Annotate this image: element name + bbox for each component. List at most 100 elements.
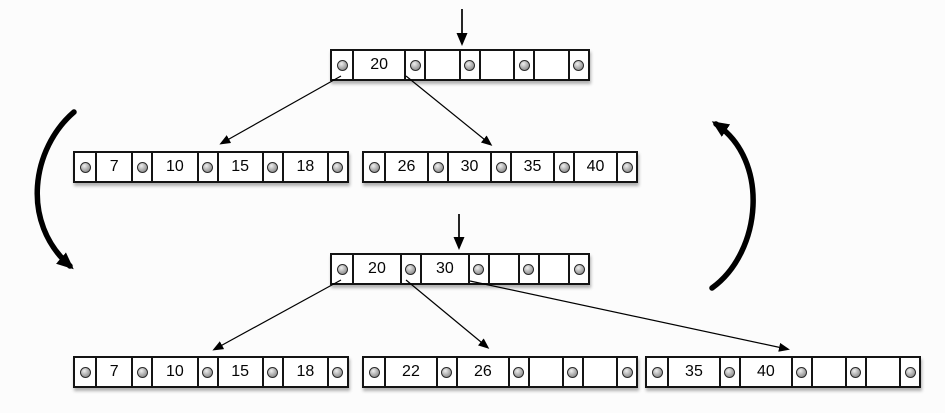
pointer-cell [790, 358, 811, 386]
key-cell: 26 [455, 358, 508, 386]
key-cell: 35 [510, 153, 553, 181]
pointer-cell [332, 51, 352, 79]
pointer-dot-icon [202, 366, 214, 378]
key-value: 7 [109, 158, 119, 175]
pointer-dot-icon [409, 59, 421, 71]
key-value: 26 [473, 363, 492, 380]
key-cell: 22 [384, 358, 436, 386]
pointer-cell [364, 153, 384, 181]
pointer-cell [467, 255, 488, 283]
pointer-dot-icon [202, 161, 214, 173]
key-value: 18 [296, 363, 315, 380]
key-value: 15 [231, 158, 250, 175]
key-value: 22 [402, 363, 420, 380]
transition-arrow-left-down [34, 109, 77, 270]
pointer-dot-icon [495, 161, 507, 173]
pointer-cell [75, 153, 95, 181]
pointer-dot-icon [368, 161, 380, 173]
key-cell: 18 [281, 153, 327, 181]
pointer-cell [326, 153, 347, 181]
key-cell [424, 51, 459, 79]
pointer-cell [513, 51, 533, 79]
pointer-cell [332, 255, 352, 283]
key-value: 20 [370, 56, 389, 73]
pointer-dot-icon [368, 366, 380, 378]
pointer-dot-icon [136, 366, 148, 378]
pointer-dot-icon [336, 263, 348, 275]
key-cell [527, 358, 562, 386]
node-before-leaf1: 7 10 15 18 [73, 151, 349, 183]
key-cell [533, 51, 568, 79]
key-value: 30 [435, 260, 454, 277]
key-value: 40 [586, 158, 605, 175]
pointer-dot-icon [621, 161, 633, 173]
pointer-dot-icon [464, 59, 476, 71]
pointer-dot-icon [904, 366, 916, 378]
pointer-cell [647, 358, 667, 386]
key-cell: 15 [216, 358, 262, 386]
key-cell: 10 [151, 358, 196, 386]
child-pointer-arrow-before-left [219, 75, 342, 145]
child-pointer-arrow-before-right [405, 75, 493, 146]
pointer-cell [567, 51, 588, 79]
pointer-dot-icon [621, 366, 633, 378]
key-cell: 30 [419, 255, 468, 283]
pointer-cell [507, 358, 528, 386]
pointer-dot-icon [332, 366, 344, 378]
key-value: 26 [397, 158, 416, 175]
pointer-cell [131, 153, 151, 181]
key-cell: 15 [216, 153, 262, 181]
pointer-dot-icon [267, 366, 279, 378]
node-after-leaf3: 35 40 [645, 356, 921, 388]
key-cell: 40 [573, 153, 616, 181]
pointer-dot-icon [567, 366, 579, 378]
node-before-root: 20 [330, 49, 590, 81]
pointer-dot-icon [518, 59, 530, 71]
key-cell: 10 [151, 153, 196, 181]
node-after-root: 20 30 [330, 253, 590, 285]
pointer-dot-icon [850, 366, 862, 378]
pointer-cell [616, 358, 636, 386]
key-cell: 26 [384, 153, 427, 181]
pointer-cell [75, 358, 95, 386]
pointer-cell [196, 153, 217, 181]
pointer-cell [364, 358, 384, 386]
child-pointer-arrow-after-right [469, 280, 790, 352]
key-cell: 18 [281, 358, 327, 386]
pointer-dot-icon [513, 366, 525, 378]
key-value: 10 [166, 363, 184, 380]
pointer-dot-icon [336, 59, 348, 71]
pointer-cell [561, 358, 582, 386]
pointer-dot-icon [79, 161, 91, 173]
pointer-cell [196, 358, 217, 386]
pointer-cell [616, 153, 636, 181]
key-value: 35 [523, 158, 542, 175]
pointer-dot-icon [573, 263, 585, 275]
pointer-cell [517, 255, 538, 283]
pointer-cell [490, 153, 510, 181]
pointer-dot-icon [651, 366, 663, 378]
key-cell: 20 [352, 255, 400, 283]
key-value: 15 [231, 363, 250, 380]
key-cell: 7 [95, 153, 131, 181]
key-cell [537, 255, 568, 283]
pointer-dot-icon [441, 366, 453, 378]
pointer-dot-icon [573, 59, 585, 71]
pointer-cell [131, 358, 151, 386]
key-cell: 20 [352, 51, 404, 79]
pointer-dot-icon [724, 366, 736, 378]
pointer-dot-icon [432, 161, 444, 173]
key-cell [810, 358, 845, 386]
pointer-dot-icon [523, 263, 535, 275]
key-cell [487, 255, 518, 283]
key-value: 10 [166, 158, 184, 175]
key-value: 40 [756, 363, 775, 380]
pointer-cell [458, 51, 479, 79]
pointer-cell [427, 153, 447, 181]
pointer-dot-icon [473, 263, 485, 275]
child-pointer-arrow-after-left [212, 279, 342, 351]
pointer-dot-icon [332, 161, 344, 173]
key-cell: 40 [738, 358, 791, 386]
pointer-cell [435, 358, 456, 386]
pointer-cell [261, 358, 282, 386]
